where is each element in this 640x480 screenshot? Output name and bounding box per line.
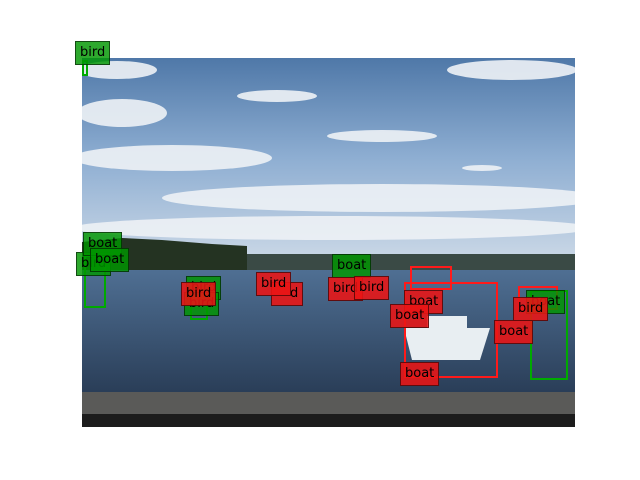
harbor-scene <box>82 58 575 427</box>
harbor-photo <box>82 58 575 427</box>
pred-label-boat: boat <box>390 304 430 328</box>
gt-label-boat: boat <box>332 254 372 278</box>
gt-label-boat: boat <box>90 248 130 272</box>
pred-label-bird: bird <box>513 297 549 321</box>
pred-label-bird: bird <box>181 282 217 306</box>
pred-label-bird: bird <box>354 276 390 300</box>
white-boat <box>404 316 490 360</box>
pred-label-bird: bird <box>256 272 292 296</box>
pred-label-boat: boat <box>400 362 440 386</box>
clouds <box>82 60 575 240</box>
gt-label-bird: bird <box>75 41 111 65</box>
pred-label-boat: boat <box>494 320 534 344</box>
pred-box-boat <box>410 266 452 290</box>
